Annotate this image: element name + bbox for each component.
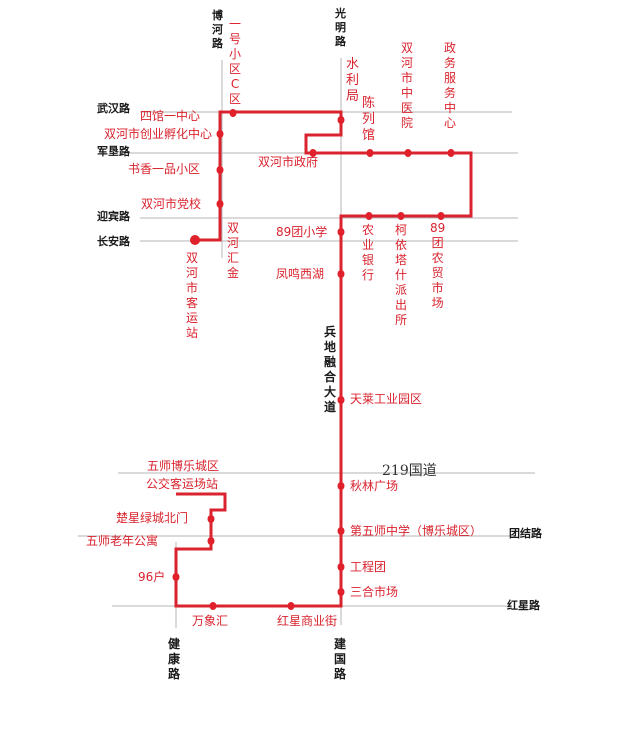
route-stops: [172, 109, 455, 610]
road-label-jianguo: 建国路: [334, 637, 347, 681]
stop-tianlai[interactable]: [337, 396, 345, 404]
road-label-guangming: 光明路: [335, 7, 346, 48]
stop-keyunzhan[interactable]: [190, 235, 200, 245]
stop-label-gongchengtuan: 工程团: [350, 560, 387, 574]
stop-chuangye[interactable]: [216, 130, 224, 138]
stop-label-chuxing: 楚星绿城北门: [116, 511, 189, 525]
stop-label-laonian: 五师老年公寓: [86, 534, 159, 548]
road-label-jiankang: 健康路: [168, 637, 181, 681]
road-label-hongxing: 红星路: [507, 599, 540, 612]
stop-label-shuxiang: 书香一品小区: [128, 162, 201, 176]
stop-label-siguan: 四馆一中心: [140, 109, 201, 123]
stop-label-xiaoxue: 89团小学: [276, 225, 328, 239]
stop-hongxingjie[interactable]: [287, 602, 295, 610]
stop-label-keyi: 柯依塔什派出所: [395, 223, 408, 327]
stop-chuxing[interactable]: [207, 515, 215, 523]
stop-diwushi[interactable]: [337, 527, 345, 535]
stop-label-zhengwu: 政务服务中心: [444, 41, 457, 130]
stop-nongmao[interactable]: [437, 212, 445, 220]
stop-label-tianlai: 天莱工业园区: [350, 392, 423, 406]
road-label-wuhan: 武汉路: [97, 102, 130, 115]
road-label-tuanjie: 团结路: [509, 527, 542, 540]
stop-gongchengtuan[interactable]: [337, 563, 345, 571]
stop-label-sanhe: 三合市场: [350, 585, 399, 599]
stop-chenlie[interactable]: [366, 149, 374, 157]
road-label-bohe: 博河路: [212, 9, 223, 50]
stop-label-bolecheng: 五师博乐城区: [147, 459, 220, 473]
stop-label-dangxiao: 双河市党校: [141, 197, 202, 211]
stop-label-keyunzhan: 双河市客运站: [186, 251, 199, 340]
road-label-g219: 219国道: [382, 463, 437, 479]
stop-qiulin[interactable]: [337, 482, 345, 490]
stop-zhengfu[interactable]: [309, 149, 317, 157]
stop-label-zhongyi: 双河市中医院: [401, 41, 414, 130]
stop-xiaoxue[interactable]: [337, 228, 345, 236]
stop-label-fengming: 凤鸣西湖: [276, 267, 325, 281]
stop-label-hongxingjie: 红星商业街: [277, 614, 338, 628]
stop-zhongyi[interactable]: [404, 149, 412, 157]
stop-label-gongjiao: 公交客运场站: [146, 477, 219, 491]
stop-label-shuili: 水利局: [346, 57, 360, 104]
stop-label-diwushi: 第五师中学（博乐城区）: [350, 524, 483, 538]
bus-route-line: [174, 110, 473, 608]
stop-keyi[interactable]: [397, 212, 405, 220]
stop-label-nongye: 农业银行: [362, 223, 375, 282]
stop-label-chenlie: 陈列馆: [362, 96, 376, 143]
stop-label-zhengfu: 双河市政府: [258, 155, 319, 169]
stop-wanxiang[interactable]: [209, 602, 217, 610]
road-label-junken: 军垦路: [97, 145, 130, 158]
stop-label-qiulin: 秋林广场: [350, 479, 399, 493]
stop-siguan[interactable]: [229, 109, 237, 117]
stop-laonian[interactable]: [207, 537, 215, 545]
road-label-bingdi: 兵地融合大道: [324, 325, 337, 414]
stop-shuili[interactable]: [337, 116, 345, 124]
road-label-changan: 长安路: [97, 235, 130, 248]
stop-sanhe[interactable]: [337, 588, 345, 596]
stop-fengming[interactable]: [337, 270, 345, 278]
stop-zhengwu[interactable]: [447, 149, 455, 157]
stop-jiuliu[interactable]: [172, 573, 180, 581]
road-label-yingbin: 迎宾路: [97, 210, 130, 223]
stop-label-wanxiang: 万象汇: [192, 614, 229, 628]
stop-label-jiuliu: 96户: [138, 570, 166, 584]
stop-dangxiao[interactable]: [216, 200, 224, 208]
stop-nongye[interactable]: [365, 212, 373, 220]
stop-label-chuangye: 双河市创业孵化中心: [104, 127, 213, 141]
stop-label-huijin: 双河汇金: [227, 221, 240, 280]
stop-shuxiang[interactable]: [216, 166, 224, 174]
